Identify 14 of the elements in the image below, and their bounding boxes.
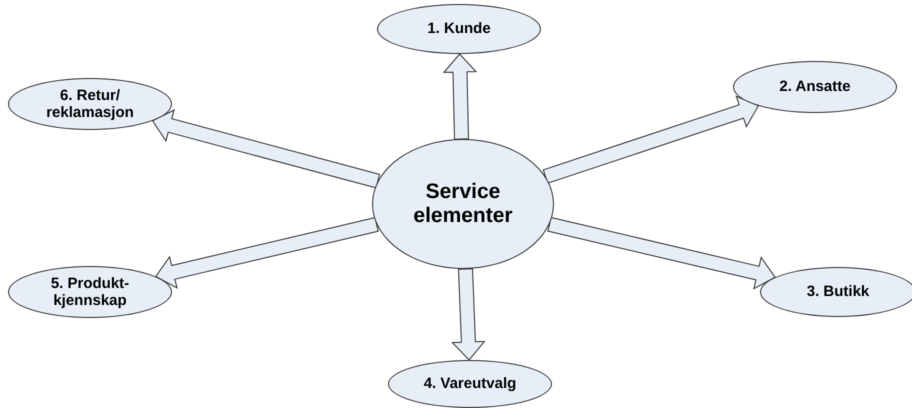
block-arrow	[442, 53, 478, 140]
block-arrow	[542, 95, 760, 184]
block-arrow	[451, 268, 486, 361]
node-label: Service elementer	[412, 180, 514, 228]
ellipse-node	[760, 267, 912, 317]
node-label: 6. Retur/ reklamasjon	[45, 86, 135, 122]
block-arrow	[155, 217, 379, 289]
node-label: 3. Butikk	[806, 283, 870, 301]
node-label: 1. Kunde	[427, 20, 491, 38]
node-label: 2. Ansatte	[779, 78, 851, 96]
node-label: 4. Vareutvalg	[424, 375, 516, 393]
block-arrow	[547, 216, 776, 290]
block-arrow	[152, 109, 380, 189]
node-label: 5. Produkt- kjennskap	[50, 274, 130, 310]
